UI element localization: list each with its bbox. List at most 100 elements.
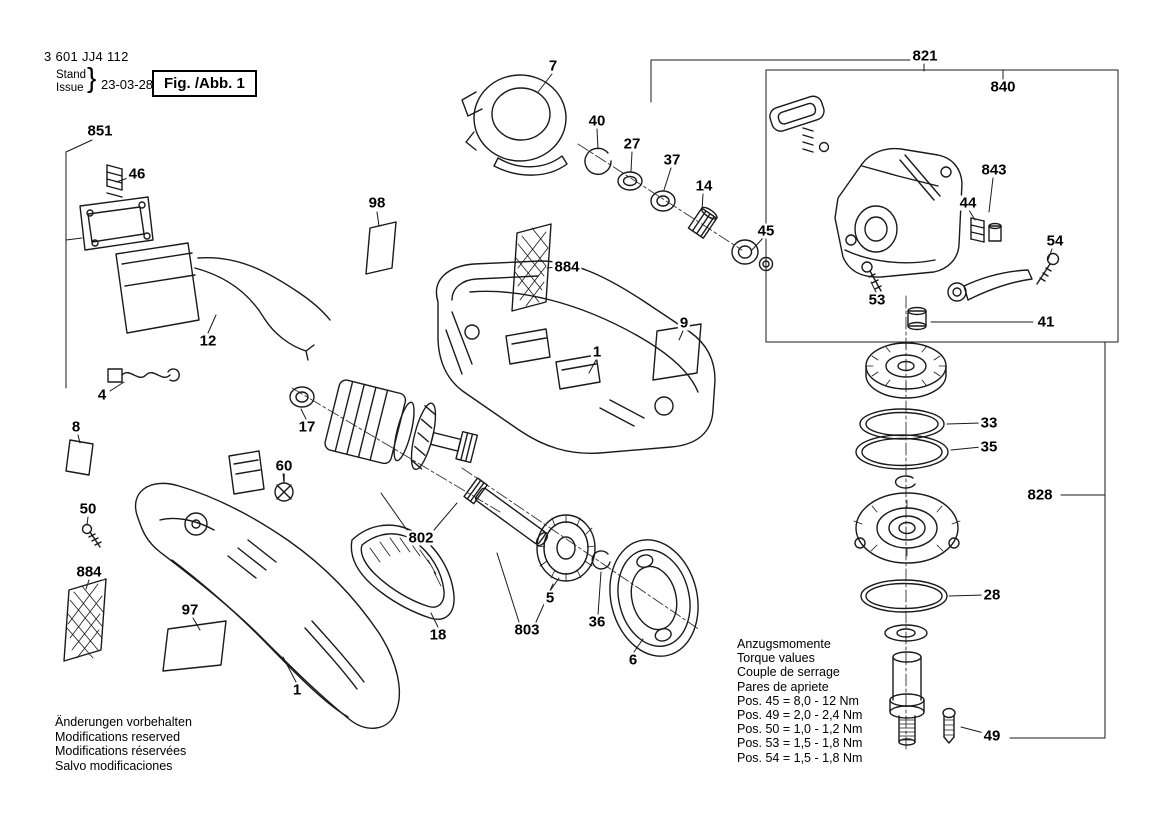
part-mounting-plate-851 [79,196,154,251]
part-fan-wheel [865,342,947,399]
part-screw-53 [861,261,882,292]
part-label-40: 40 [586,112,608,130]
part-pin-44 [988,222,1002,242]
document-number: 3 601 JJ4 112 [44,49,129,64]
part-ball-bearing-37 [650,190,676,212]
note-line: Änderungen vorbehalten [55,715,192,729]
revision-notes: Änderungen vorbehalten Modifications res… [55,715,192,773]
note-line: Modifications reserved [55,729,181,744]
part-label-33: 33 [978,414,1000,432]
part-switch-paddle [769,95,825,132]
part-bearing-45 [731,239,774,272]
part-gear-housing-840 [834,147,963,278]
part-washer-27 [617,171,643,191]
part-circlip-small [894,475,916,489]
stand-issue-block: Stand Issue [56,69,86,95]
part-spindle-shaft [889,651,925,746]
part-bearing-sleeve-17 [289,386,315,408]
issue-label: Issue [56,82,84,94]
torque-row: Pos. 50 = 1,0 - 1,2 Nm [737,722,863,737]
part-label-37: 37 [661,151,683,169]
part-label-49: 49 [981,727,1003,745]
part-label-36: 36 [586,613,608,631]
part-motor-armature-802 [324,379,479,471]
issue-date: 23-03-28 [101,77,154,92]
part-washer [884,624,928,642]
part-label-98: 98 [366,194,388,212]
part-spindle-collar-41 [907,306,927,331]
part-bearing-flange-6 [609,539,699,657]
part-label-46: 46 [126,165,148,183]
note-line: Modifications réservées [55,744,187,758]
part-label-28: 28 [981,586,1003,604]
part-nameplate-97 [162,620,227,672]
part-label-884-left: 884 [74,563,104,581]
part-air-grille-884-middle [511,223,552,312]
part-label-828: 828 [1025,486,1055,504]
part-spring-843 [970,217,985,243]
part-label-851: 851 [85,122,115,140]
part-detent-spring-46 [106,164,123,198]
torque-row: Pos. 49 = 2,0 - 2,4 Nm [737,708,863,723]
part-o-ring-28 [860,579,948,613]
part-label-97: 97 [179,601,201,619]
part-sticker-98 [365,221,397,275]
torque-row: Pos. 54 = 1,5 - 1,8 Nm [737,750,863,765]
part-electronics-module-12 [115,242,331,361]
part-label-821: 821 [910,47,940,65]
part-cover-plate-18 [350,524,455,620]
part-label-8: 8 [69,418,83,436]
torque-title: Couple de serrage [737,665,840,680]
part-label-plate-8 [65,439,94,476]
part-label-35: 35 [978,438,1000,456]
part-spring-small [802,127,814,153]
figure-caption-box: Fig. /Abb. 1 [152,70,257,97]
torque-title: Anzugsmomente [737,637,831,651]
torque-title: Pares de apriete [737,679,829,694]
torque-row: Pos. 53 = 1,5 - 1,8 Nm [737,736,863,751]
part-air-grille-884-left [63,578,107,662]
part-motor-housing-half-1 [435,260,716,455]
part-screw-49 [942,707,956,744]
part-label-44: 44 [957,194,979,212]
part-sticker-9 [652,323,702,381]
part-switch-60 [228,450,294,502]
torque-title: Torque values [737,651,815,666]
part-crown-gear-5 [536,514,596,582]
part-label-803: 803 [512,621,542,639]
brace-glyph: } [87,62,97,93]
part-spindle-shaft-803 [463,477,549,547]
part-label-18: 18 [427,626,449,644]
part-motor-housing-grip-1 [134,482,401,729]
part-label-6: 6 [626,651,640,669]
part-cable-4 [107,368,180,383]
part-label-9: 9 [677,314,691,332]
torque-table: Anzugsmomente Torque values Couple de se… [737,637,862,765]
part-label-50: 50 [77,500,99,518]
part-oring-small [818,141,830,153]
part-label-840: 840 [988,78,1018,96]
part-label-843: 843 [979,161,1009,179]
torque-row: Pos. 45 = 8,0 - 12 Nm [737,693,859,708]
part-clamp-lever [947,269,1033,302]
part-label-53: 53 [866,291,888,309]
part-label-1-left: 1 [290,681,304,699]
part-label-12: 12 [197,332,219,350]
center-axes [291,143,907,753]
part-guard-holder-7 [461,74,568,176]
part-label-7: 7 [546,57,560,75]
part-label-41: 41 [1035,313,1057,331]
part-pinion-gear-14 [687,206,718,239]
part-circlip-36 [591,550,611,570]
note-line: Salvo modificaciones [55,758,173,773]
part-label-14: 14 [693,177,715,195]
part-label-60: 60 [273,457,295,475]
part-circlip-40 [584,147,612,176]
part-label-17: 17 [296,418,318,436]
part-seal-ring-35 [855,434,949,470]
part-screw-50 [81,523,102,548]
stand-label: Stand [56,69,87,81]
part-label-884-middle: 884 [552,258,582,276]
